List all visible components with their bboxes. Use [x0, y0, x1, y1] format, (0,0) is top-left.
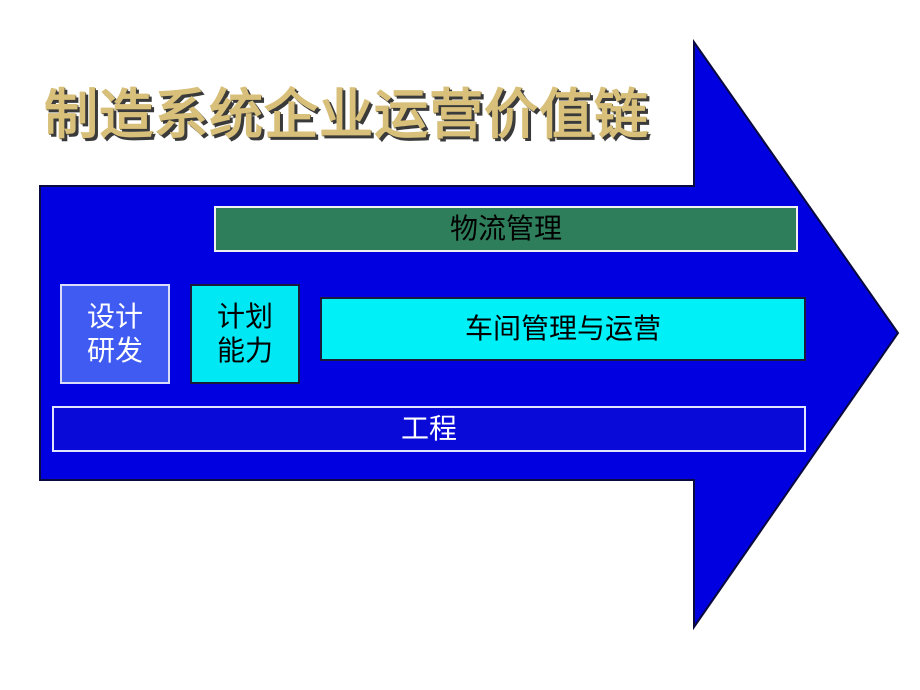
workshop-operations-label: 车间管理与运营 — [464, 312, 661, 346]
workshop-operations-box: 车间管理与运营 — [320, 297, 806, 361]
planning-capacity-box: 计划 能力 — [190, 284, 300, 384]
page-title: 制造系统企业运营价值链 — [44, 83, 649, 146]
logistics-box: 物流管理 — [214, 206, 798, 252]
design-rd-label: 设计 研发 — [86, 300, 143, 367]
logistics-label: 物流管理 — [449, 212, 562, 246]
design-rd-box: 设计 研发 — [60, 284, 170, 384]
planning-capacity-label: 计划 能力 — [216, 300, 273, 367]
engineering-label: 工程 — [400, 412, 457, 446]
engineering-box: 工程 — [52, 406, 806, 452]
